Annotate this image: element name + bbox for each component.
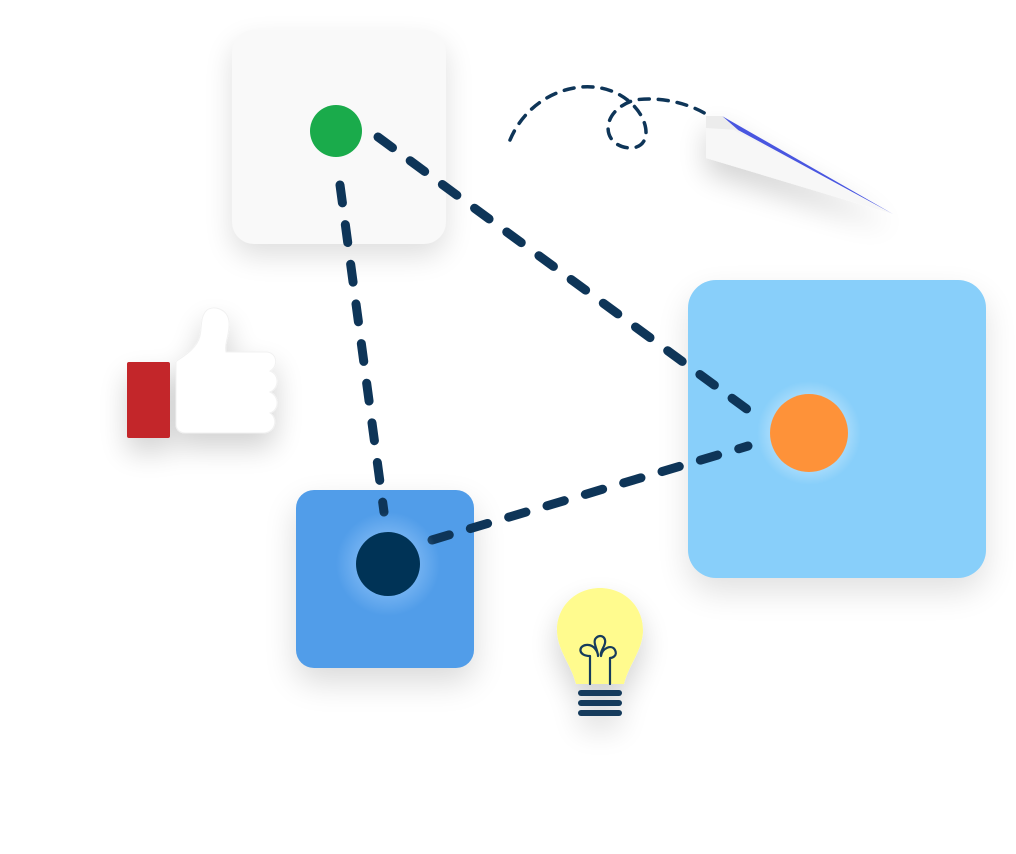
navy-node xyxy=(356,532,420,596)
orange-node xyxy=(770,394,848,472)
lightbulb-icon xyxy=(557,588,643,716)
network-connectors xyxy=(335,132,753,545)
paper-plane-icon xyxy=(706,116,893,214)
thumbs-up-icon xyxy=(127,307,278,438)
green-node xyxy=(310,105,362,157)
plane-trail xyxy=(508,85,708,150)
connector-green-to-navy xyxy=(335,180,389,517)
connector-green-to-orange xyxy=(373,132,753,415)
connector-navy-to-orange xyxy=(427,441,753,545)
